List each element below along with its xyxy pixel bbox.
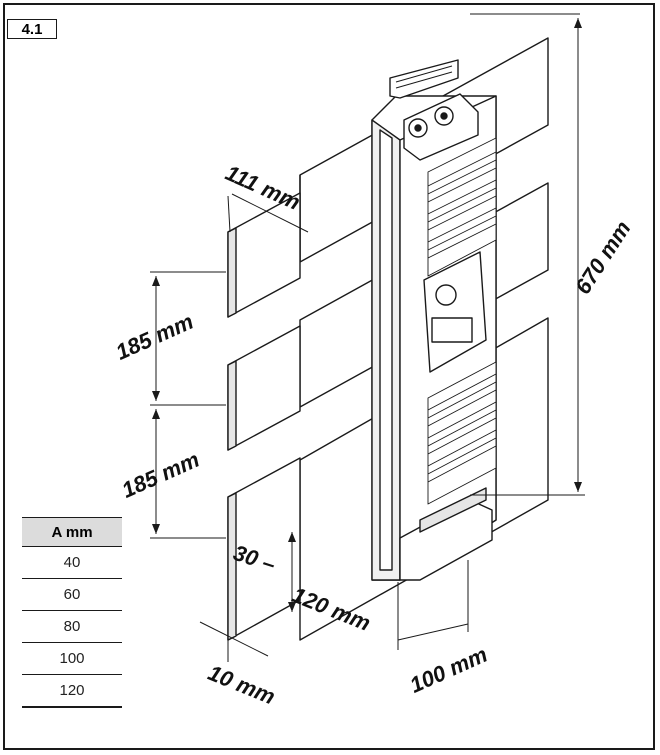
figure-label: 4.1 xyxy=(7,19,57,39)
dimension-lines xyxy=(150,13,585,662)
table-row: 120 xyxy=(22,674,122,708)
table-cell: 60 xyxy=(22,578,122,611)
fuse-rows-upper xyxy=(427,137,497,277)
module-body xyxy=(371,59,497,581)
board-middle xyxy=(227,325,301,451)
board-top xyxy=(227,192,301,318)
table-cell: 80 xyxy=(22,610,122,643)
dimension-arrows xyxy=(152,18,582,612)
table-cell: 40 xyxy=(22,546,122,579)
table-row: 100 xyxy=(22,642,122,675)
board-bottom xyxy=(227,457,301,641)
table-row: 60 xyxy=(22,578,122,611)
table-header-row: A mm xyxy=(22,517,122,547)
figure-frame xyxy=(3,3,655,750)
table-row: 80 xyxy=(22,610,122,643)
table-cell: 100 xyxy=(22,642,122,675)
fuse-rows-lower xyxy=(427,361,497,505)
table-row: 40 xyxy=(22,546,122,579)
a-mm-table: A mm 40 60 80 100 120 xyxy=(22,517,122,708)
table-header: A mm xyxy=(22,517,122,547)
table-cell: 120 xyxy=(22,674,122,708)
